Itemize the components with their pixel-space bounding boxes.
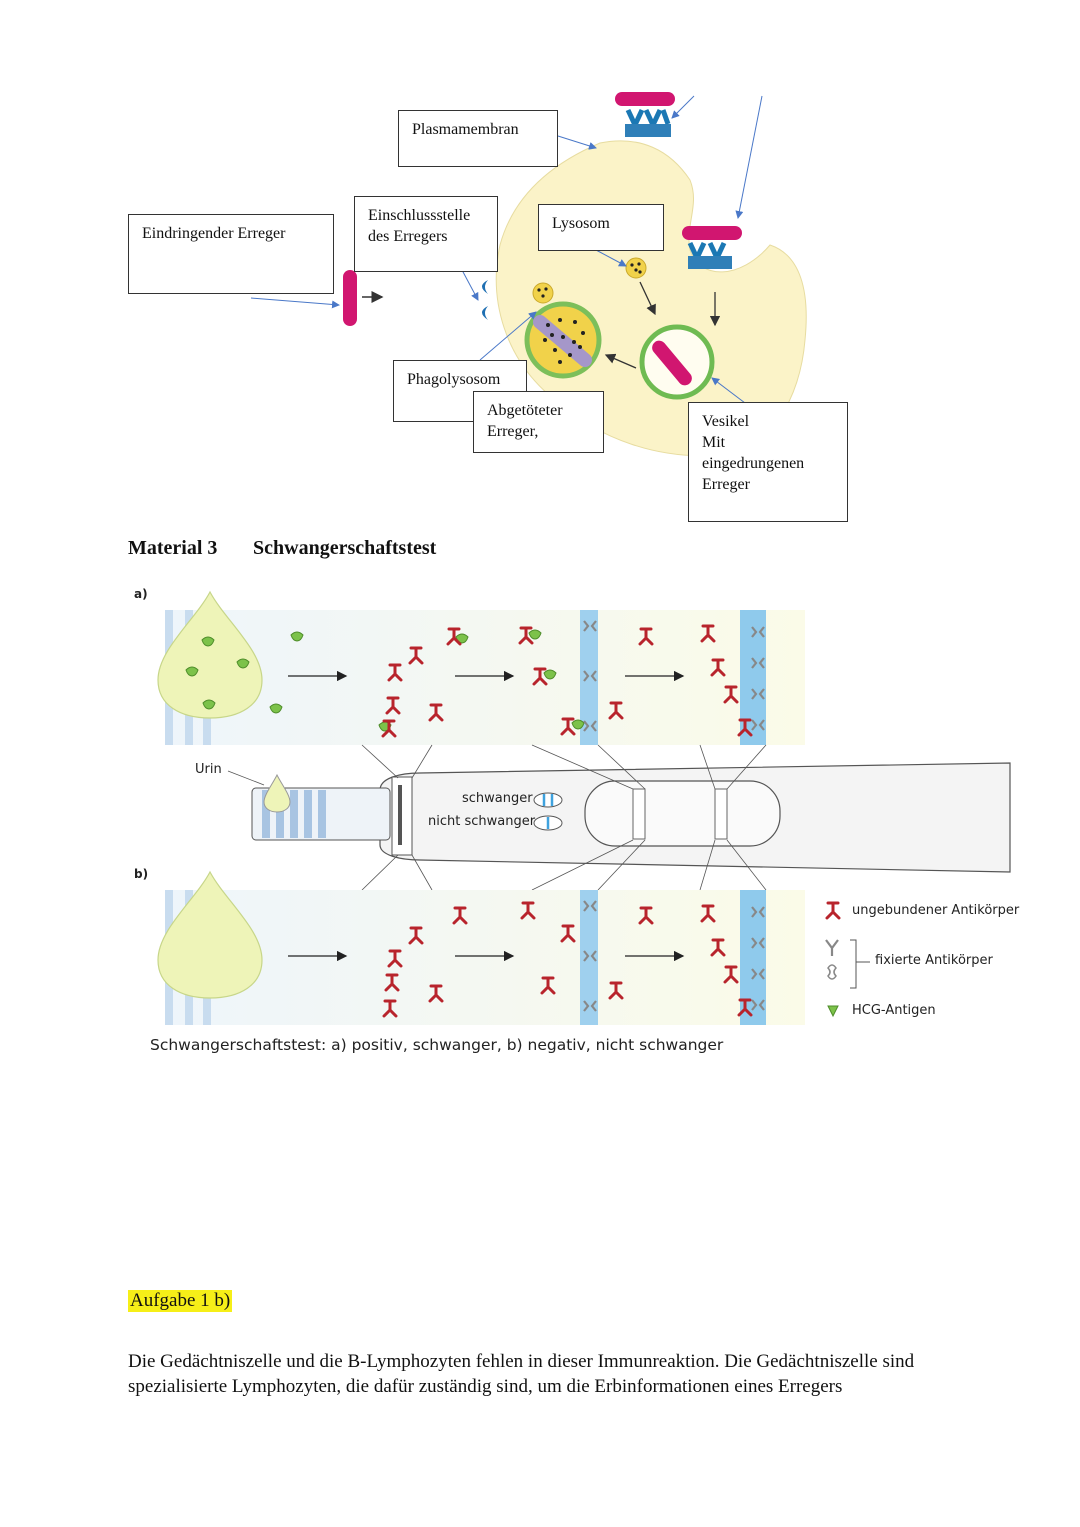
urine-drop-icon xyxy=(157,590,263,719)
lysosome-icon xyxy=(625,257,647,279)
pregnancy-test-diagram xyxy=(157,590,1011,1025)
label-plasmamembran: Plasmamembran xyxy=(398,110,558,167)
connector-lines xyxy=(361,744,767,891)
label-text: Mit xyxy=(702,434,726,451)
receptor-antibody-top xyxy=(615,92,675,137)
label-text: des Erregers xyxy=(368,228,448,245)
schwanger-label: schwanger xyxy=(462,791,533,806)
urin-label: Urin xyxy=(195,762,222,777)
lysosome-icon xyxy=(532,282,554,304)
label-text: Abgetöteter xyxy=(487,402,563,419)
label-text: Lysosom xyxy=(552,215,610,232)
legend-fixed-label: fixierte Antikörper xyxy=(875,953,993,968)
legend-unbound-antibody-icon xyxy=(825,901,841,920)
task-answer-text: Die Gedächtniszelle und die B-Lymphozyte… xyxy=(128,1351,915,1397)
panel-b-label: b) xyxy=(134,867,149,881)
label-text: Plasmamembran xyxy=(412,121,519,138)
label-text: Erreger xyxy=(702,476,750,493)
label-text: Vesikel xyxy=(702,413,750,430)
pathogen-icon xyxy=(343,270,357,326)
receptor-icon xyxy=(482,306,488,320)
legend-hcg-antigen-icon xyxy=(827,1005,839,1018)
label-vesikel: Vesikel Mit eingedrungenen Erreger xyxy=(688,402,848,522)
label-text: Phagolysosom xyxy=(407,371,501,388)
label-eindringender-erreger: Eindringender Erreger xyxy=(128,214,334,294)
legend-hcg-label: HCG-Antigen xyxy=(852,1003,936,1018)
test-device xyxy=(227,762,1011,873)
label-abgetoeteter-erreger: Abgetöteter Erreger, xyxy=(473,391,604,453)
panel-a-label: a) xyxy=(134,587,148,601)
material-title: Schwangerschaftstest xyxy=(253,537,437,559)
panel-a-strip xyxy=(157,590,805,745)
receptor-icon xyxy=(482,280,488,294)
label-text: eingedrungenen xyxy=(702,455,805,472)
schwanger-indicator-icon xyxy=(533,792,563,808)
figure-caption: Schwangerschaftstest: a) positiv, schwan… xyxy=(150,1036,724,1054)
task-label: Aufgabe 1 b) xyxy=(128,1290,233,1312)
label-text: Eindringender Erreger xyxy=(142,225,286,242)
panel-b-strip xyxy=(157,870,805,1025)
urine-drop-icon xyxy=(157,870,263,999)
legend-fixed-antibody-icon xyxy=(825,939,870,989)
nicht-schwanger-label: nicht schwanger xyxy=(428,814,536,829)
label-lysosom: Lysosom xyxy=(538,204,664,251)
material-number: Material 3 xyxy=(128,537,218,559)
legend-unbound-label: ungebundener Antikörper xyxy=(852,903,1020,918)
label-text: Erreger, xyxy=(487,423,539,440)
label-text: Einschlussstelle xyxy=(368,207,471,224)
label-einschlussstelle: Einschlussstelle des Erregers xyxy=(354,196,498,272)
receptor-antibody-right xyxy=(682,226,742,269)
